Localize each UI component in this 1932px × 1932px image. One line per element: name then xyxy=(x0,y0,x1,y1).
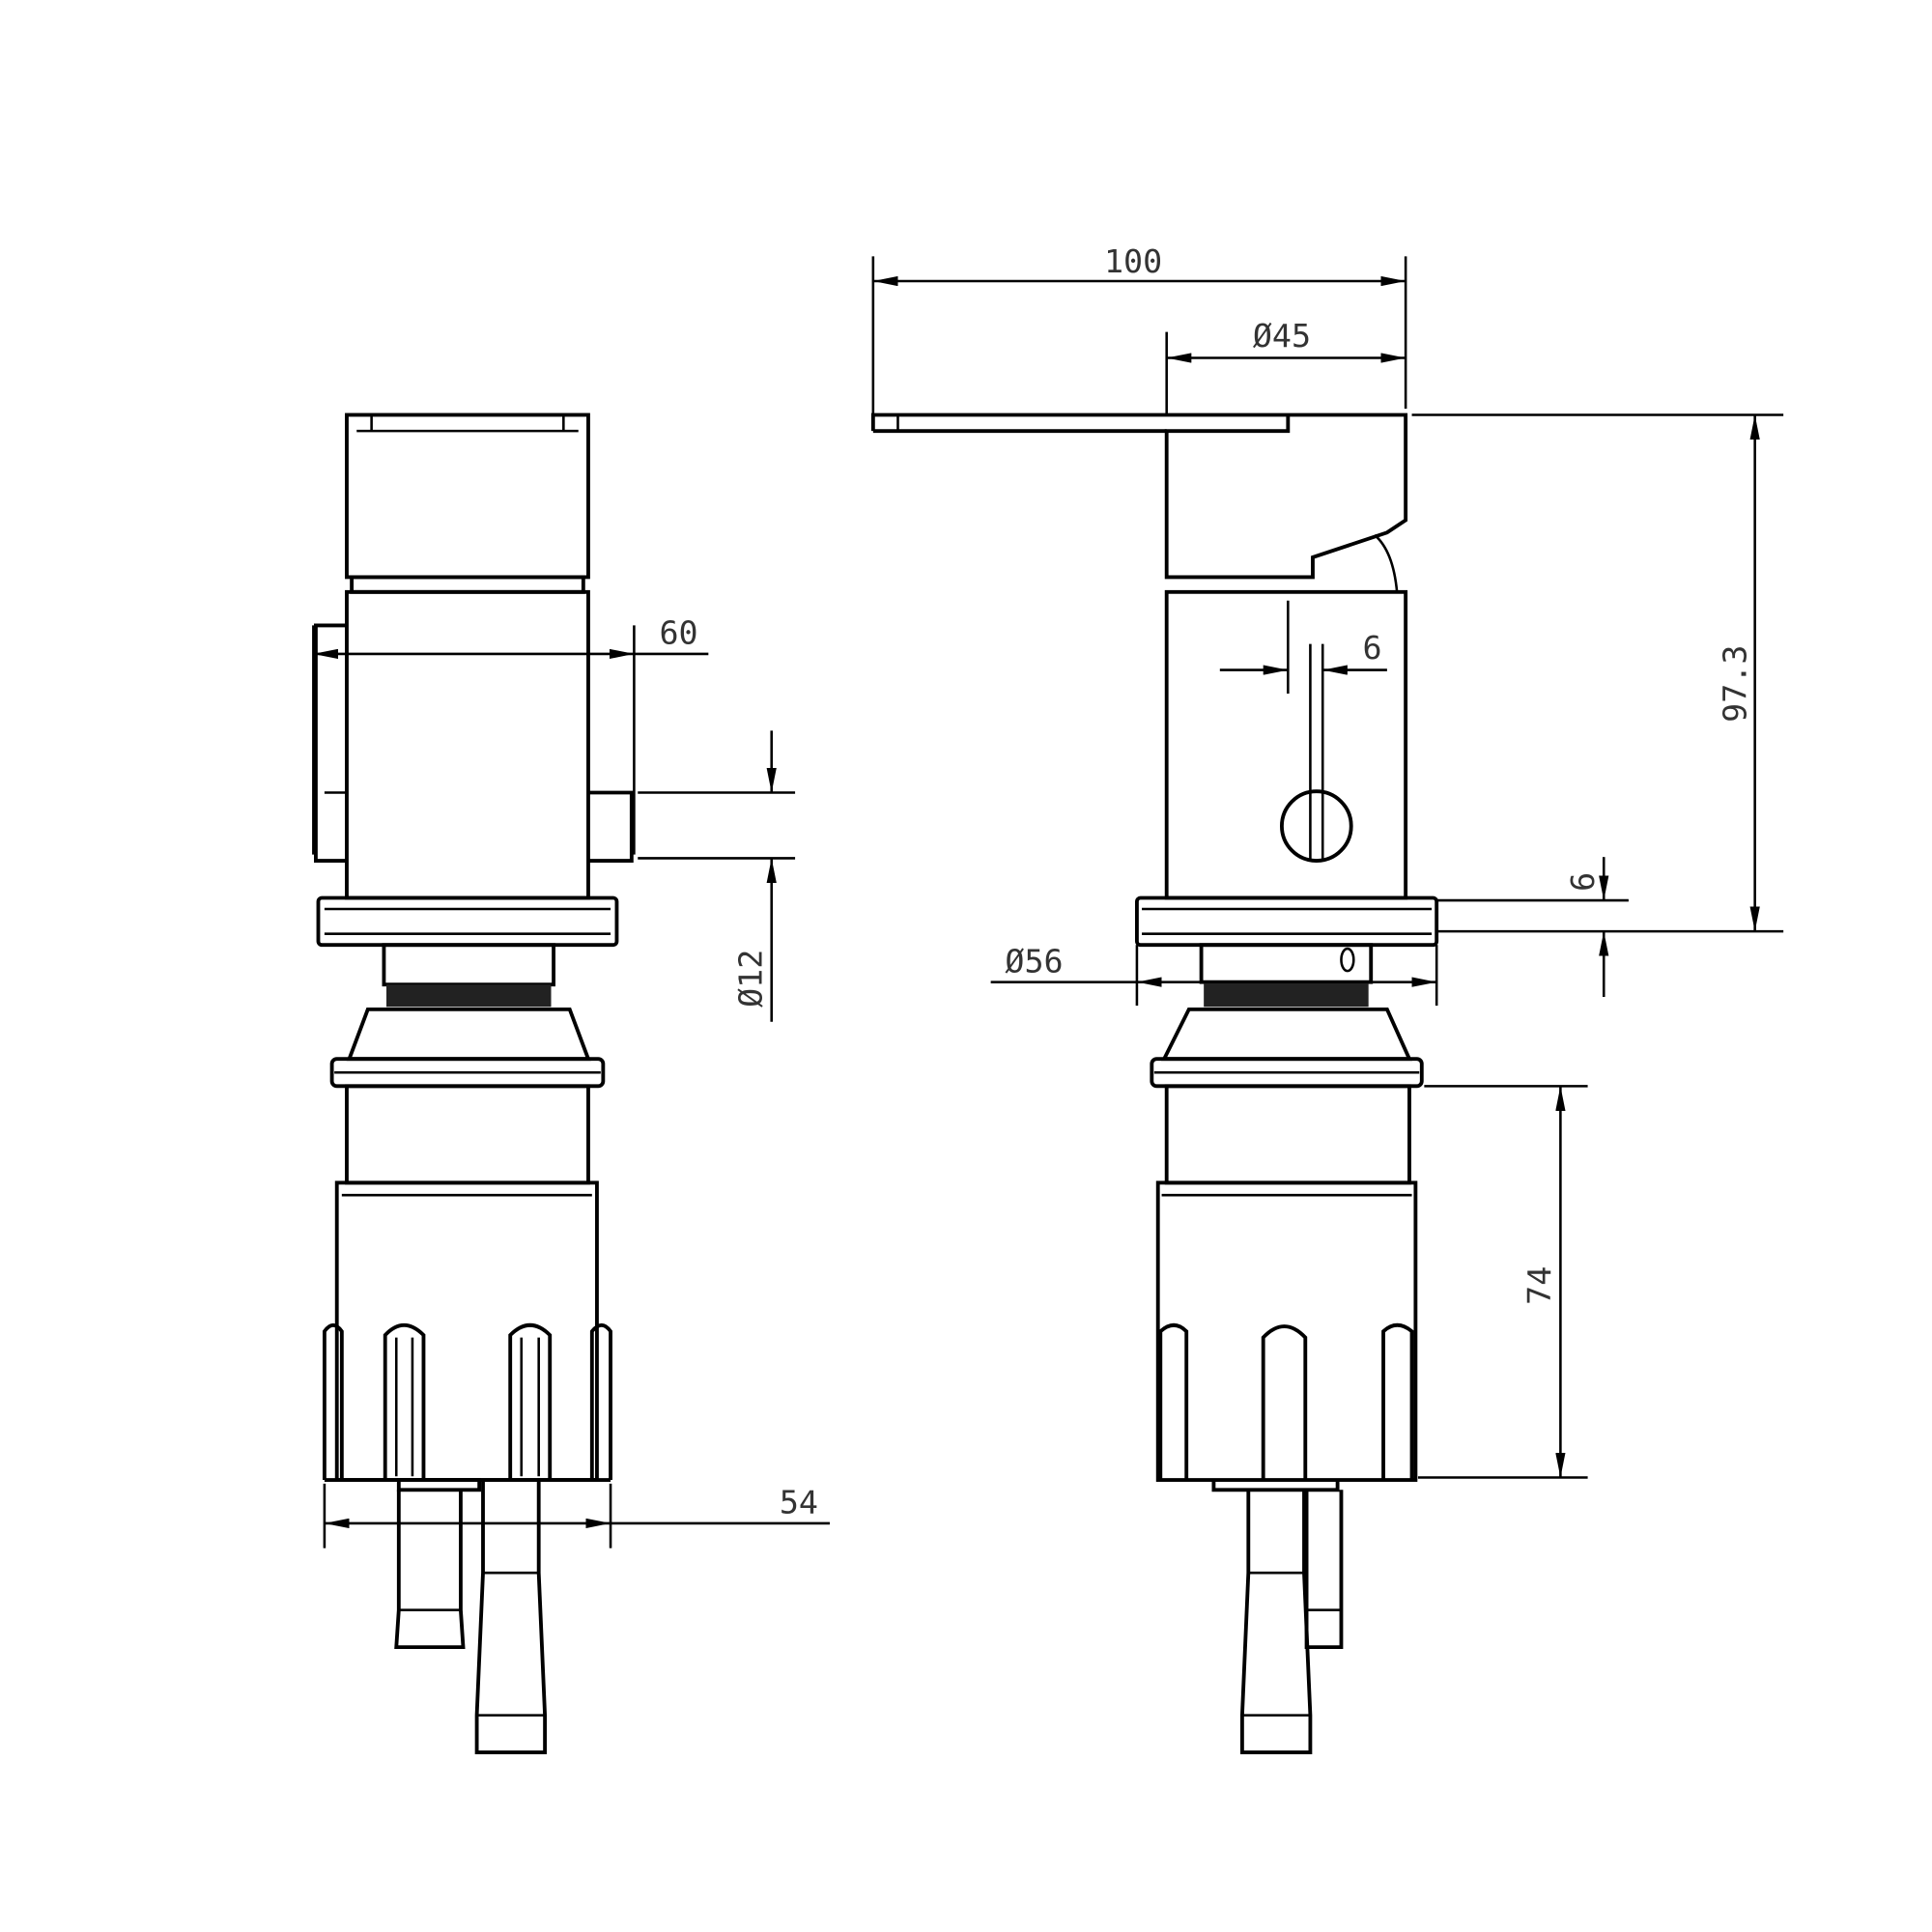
flange xyxy=(316,895,619,948)
thread xyxy=(386,984,552,1008)
dim-100: 100 xyxy=(1104,242,1162,280)
spout xyxy=(870,412,1408,580)
dimensions: 100 Ø45 97.3 60 Ø12 6 6 Ø56 74 54 xyxy=(312,242,1784,1548)
dim-12: Ø12 xyxy=(731,950,769,1008)
dim-45: Ø45 xyxy=(1253,317,1311,355)
body xyxy=(345,589,590,900)
dim-60: 60 xyxy=(659,614,697,652)
knob-circle xyxy=(1280,789,1353,863)
dim-6-flange: 6 xyxy=(1564,872,1602,892)
inlet-pipes xyxy=(394,1478,548,1755)
fingers xyxy=(322,1322,612,1481)
left-knob xyxy=(314,623,347,863)
front-view xyxy=(314,412,634,1755)
right-knob xyxy=(587,790,634,863)
dim-97-3: 97.3 xyxy=(1717,645,1754,723)
dim-54: 54 xyxy=(780,1484,818,1521)
dim-56: Ø56 xyxy=(1005,942,1063,980)
handle-top xyxy=(345,412,590,580)
side-view xyxy=(870,412,1439,1755)
dim-74: 74 xyxy=(1520,1266,1558,1305)
dim-6-lever: 6 xyxy=(1362,629,1381,667)
